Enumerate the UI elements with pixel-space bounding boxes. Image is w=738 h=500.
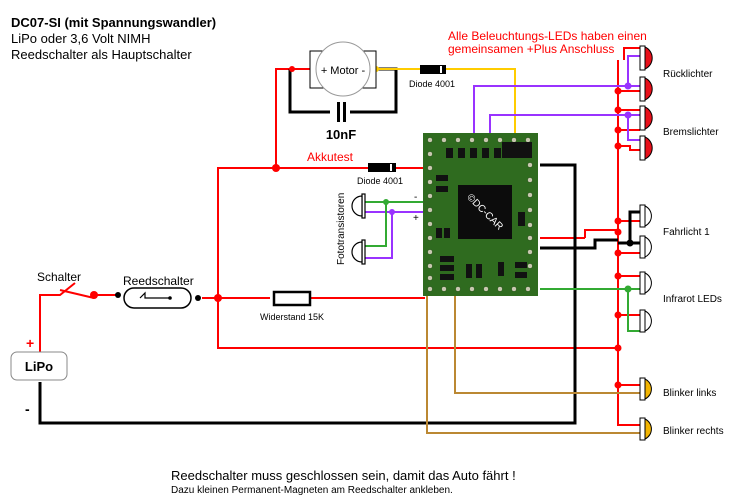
plus-wires (39, 47, 640, 426)
led-front-2 (639, 235, 652, 259)
led-brake-2 (639, 135, 653, 161)
led-rear-1 (639, 45, 653, 71)
led-labels: Rücklichter Bremslichter Fahrlicht 1 Inf… (663, 69, 724, 437)
led-infrared-2 (639, 309, 652, 333)
diode-motor-label: Diode 4001 (409, 79, 455, 89)
resistor-label: Widerstand 15K (260, 312, 324, 322)
notice-line-2: gemeinsamen +Plus Anschluss (448, 42, 614, 56)
motor-wire (376, 68, 516, 133)
reed-switch: Reedschalter (115, 274, 201, 309)
led-infrared-1 (639, 271, 652, 295)
akkutest-label: Akkutest (307, 150, 354, 164)
microcontroller-chip (458, 185, 512, 239)
junction-dots (90, 66, 634, 389)
capacitor-label: 10nF (326, 127, 356, 142)
phototransistor-plus: + (413, 213, 419, 224)
notice-line-1: Alle Beleuchtungs-LEDs haben einen (448, 29, 647, 43)
reed-label: Reedschalter (123, 274, 194, 288)
led-rear-2 (639, 76, 653, 102)
led-label-front: Fahrlicht 1 (663, 227, 710, 238)
common-plus-notice: Alle Beleuchtungs-LEDs haben einen gemei… (448, 29, 647, 56)
fototransistoren (351, 193, 366, 265)
header: DC07-SI (mit Spannungswandler) LiPo oder… (11, 15, 216, 63)
led-blinker-right (639, 417, 652, 441)
battery-label: LiPo (25, 359, 53, 374)
diode-motor: Diode 4001 (409, 65, 455, 89)
led-front-1 (639, 204, 652, 228)
motor-label: + Motor - (321, 65, 366, 77)
purple-wires (365, 55, 640, 259)
led-blinker-left (639, 377, 652, 401)
led-label-blinker-left: Blinker links (663, 388, 716, 399)
phototransistor-minus: - (414, 192, 417, 203)
pcb-controller: ©DC-CAR (423, 133, 538, 296)
pcb-pins (427, 137, 533, 292)
fototransistoren-label: Fototransistoren (336, 193, 347, 265)
led-label-infrared: Infrarot LEDs (663, 294, 722, 305)
led-label-brake: Bremslichter (663, 127, 719, 138)
resistor: Widerstand 15K (260, 290, 324, 322)
led-brake-1 (639, 105, 653, 131)
leds (639, 45, 653, 441)
header-line-2: LiPo oder 3,6 Volt NIMH (11, 31, 151, 46)
header-title: DC07-SI (mit Spannungswandler) (11, 15, 217, 30)
header-line-3: Reedschalter als Hauptschalter (11, 47, 192, 62)
diode-akkutest: Diode 4001 Akkutest (307, 150, 403, 186)
blinker-wires (426, 295, 640, 434)
diode-akkutest-label: Diode 4001 (357, 176, 403, 186)
switch-label: Schalter (37, 270, 81, 284)
pcb-smd-parts (436, 142, 532, 280)
motor: + Motor - (309, 41, 377, 97)
ground-wires (38, 67, 640, 425)
footer-line-2: Dazu kleinen Permanent-Magneten am Reeds… (171, 485, 453, 496)
green-wires (365, 201, 640, 332)
battery-minus-sign: - (25, 401, 30, 417)
main-switch: Schalter (37, 270, 95, 299)
capacitor: 10nF (326, 102, 356, 142)
battery-plus-sign: + (26, 335, 34, 351)
led-label-blinker-right: Blinker rechts (663, 426, 724, 437)
led-label-rear: Rücklichter (663, 69, 713, 80)
footer-line-1: Reedschalter muss geschlossen sein, dami… (171, 468, 516, 483)
battery: LiPo + - (10, 335, 68, 417)
